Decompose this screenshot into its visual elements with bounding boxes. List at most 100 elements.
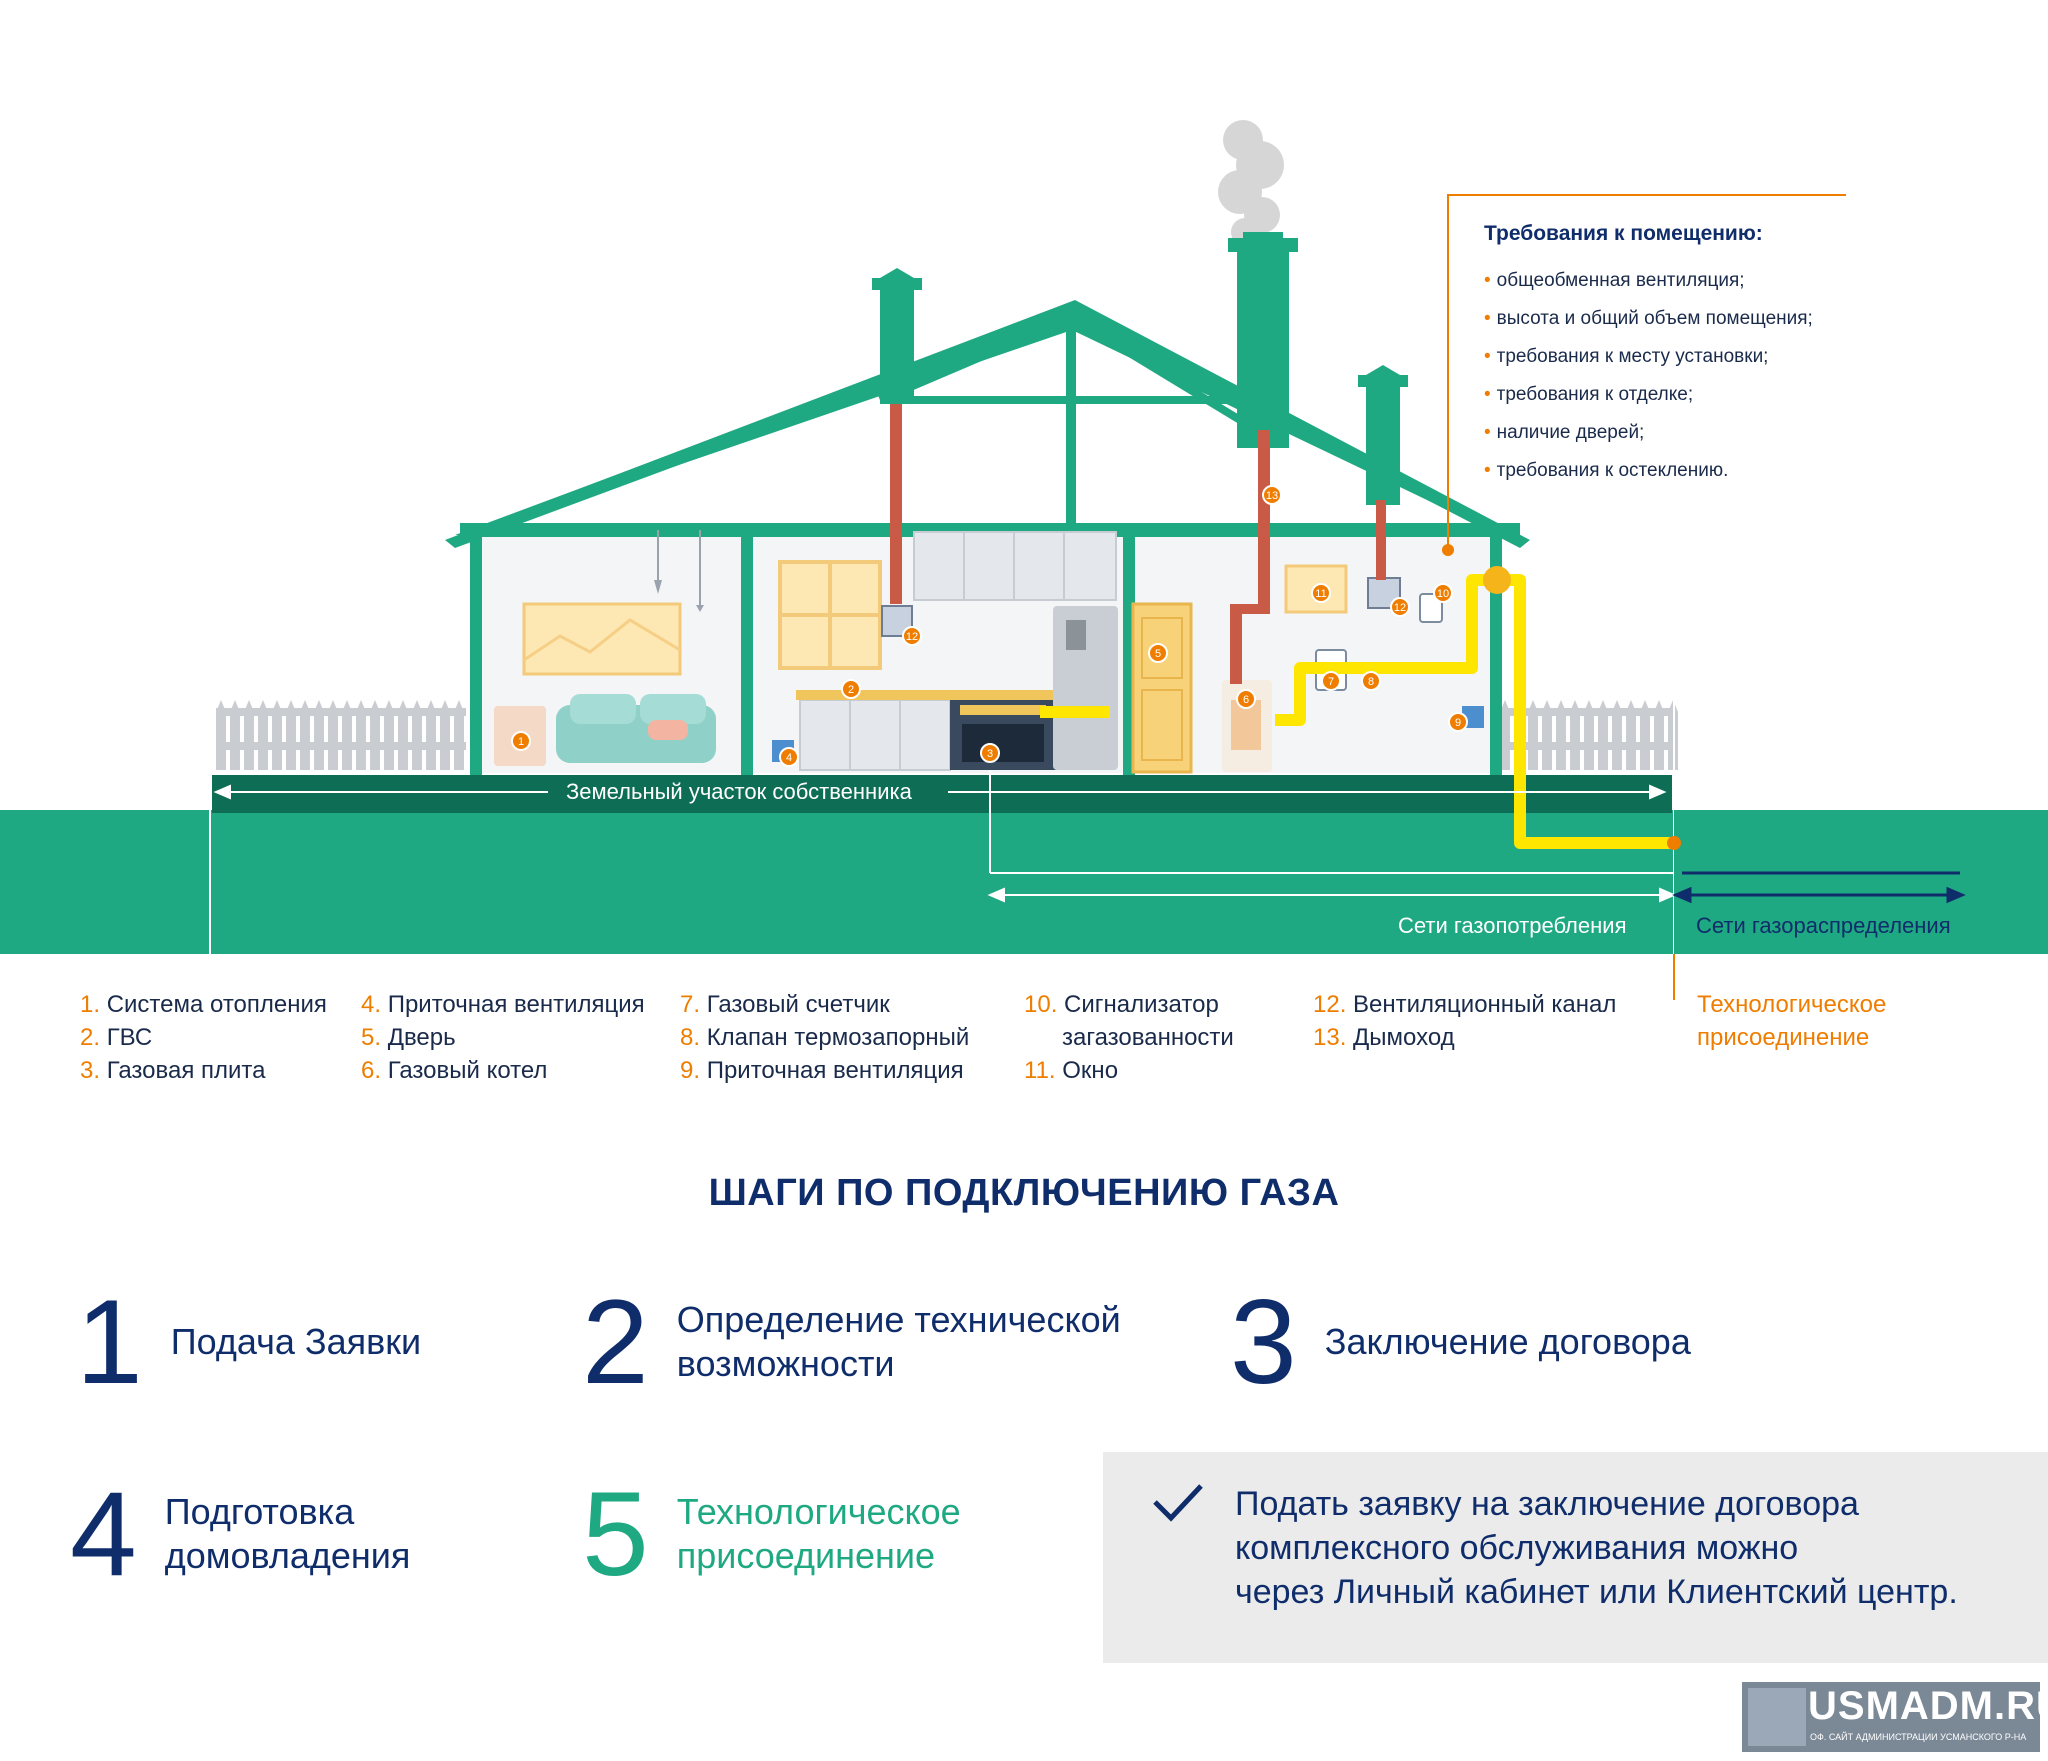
marker-number: 10 [1437, 588, 1449, 600]
requirement-item: •общеобменная вентиляция; [1484, 270, 1745, 291]
marker-circle [1390, 597, 1410, 617]
legend-item: 4. Приточная вентиляция [361, 991, 645, 1018]
marker-number: 6 [1243, 694, 1249, 706]
marker-number: 1 [518, 736, 524, 748]
requirements-panel: Требования к помещению: •общеобменная ве… [1484, 222, 1904, 490]
fence-picket [216, 700, 226, 770]
marker-number: 11 [1315, 588, 1326, 600]
fence-picket [300, 700, 310, 770]
marker-number: 13 [1266, 490, 1278, 502]
lower-cabinets [799, 699, 951, 771]
marker-number: 2 [848, 684, 854, 696]
marker-circle [902, 626, 922, 646]
fence-picket [286, 700, 296, 770]
wall-picture [522, 602, 682, 676]
fence-picket [244, 700, 254, 770]
step-number: 5 [582, 1467, 649, 1601]
tech-connection-label: Технологическое присоединение [1697, 991, 1887, 1051]
fence-picket [314, 700, 324, 770]
boiler [1222, 680, 1272, 772]
door [1131, 602, 1193, 774]
countertop [796, 690, 1056, 700]
fence-picket [342, 700, 352, 770]
step-3: 3 Заключение договора [1230, 1282, 1691, 1402]
distribution-zone [1674, 810, 2048, 954]
fence-right [1500, 700, 1678, 770]
kitchen-window [778, 560, 882, 670]
tech-callout [1673, 954, 1675, 1000]
distribution-label: Сети газораспределения [1696, 913, 1951, 938]
step-1: 1 Подача Заявки [76, 1282, 421, 1402]
fence-picket [328, 700, 338, 770]
marker-circle [1448, 712, 1468, 732]
legend-item: 10. Сигнализатор [1024, 991, 1219, 1018]
consumption-label: Сети газопотребления [1398, 913, 1627, 938]
site-logo[interactable]: USMADM.RU ОФ. САЙТ АДМИНИСТРАЦИИ УСМАНСК… [1742, 1682, 2048, 1752]
land-label: Земельный участок собственника [566, 779, 912, 804]
coat-of-arms-icon [1748, 1688, 1806, 1746]
logo-text: USMADM.RU [1808, 1684, 2048, 1728]
legend-item: 9. Приточная вентиляция [680, 1057, 964, 1084]
requirements-callout [1447, 194, 1846, 550]
fence-picket [1584, 700, 1594, 770]
step-number: 2 [582, 1275, 649, 1409]
distribution-arrow [1672, 871, 1966, 904]
marker-number: 4 [786, 752, 792, 764]
marker-number: 12 [1394, 602, 1406, 614]
legend-item: 3. Газовая плита [80, 1057, 266, 1084]
marker-number: 3 [987, 748, 993, 760]
logo-subtitle: ОФ. САЙТ АДМИНИСТРАЦИИ УСМАНСКОГО Р-НА [1810, 1732, 2027, 1742]
requirement-item: •наличие дверей; [1484, 422, 1645, 443]
gas-pipe [1040, 574, 1940, 849]
smoke [1218, 120, 1284, 246]
connection-point [1667, 836, 1681, 850]
marker-circle [1236, 689, 1256, 709]
legend-item: 8. Клапан термозапорный [680, 1024, 970, 1051]
legend-column-1: 1. Система отопления 2. ГВС 3. Газовая п… [80, 988, 327, 1087]
fence-picket [440, 700, 450, 770]
step-text: Заключение договора [1324, 1321, 1691, 1362]
fence-left [216, 700, 466, 770]
marker-circle [511, 731, 531, 751]
marker-number: 12 [906, 631, 918, 643]
fence-picket [1570, 700, 1580, 770]
legend-column-5: 12. Вентиляционный канал 13. Дымоход [1313, 988, 1616, 1054]
legend-item: 1. Система отопления [80, 991, 327, 1018]
marker-number: 8 [1368, 676, 1374, 688]
marker-number: 9 [1455, 717, 1461, 729]
legend-column-3: 7. Газовый счетчик 8. Клапан термозапорн… [680, 988, 969, 1087]
fence-picket [1500, 700, 1510, 770]
fence-picket [1612, 700, 1622, 770]
oven [950, 700, 1056, 770]
requirement-item: •требования к отделке; [1484, 384, 1694, 405]
fence-picket [1556, 700, 1566, 770]
flues [890, 404, 1386, 684]
step-text: Подача Заявки [170, 1321, 422, 1362]
consumption-arrow [987, 887, 1677, 903]
fence-picket [1654, 700, 1664, 770]
fence-picket [412, 700, 422, 770]
check-icon [1153, 1484, 1203, 1522]
legend-item: 6. Газовый котел [361, 1057, 548, 1084]
land-arrow [213, 784, 1667, 800]
marker-number: 7 [1328, 676, 1334, 688]
step-number: 3 [1230, 1275, 1297, 1409]
marker-number: 5 [1155, 648, 1161, 660]
fence-picket [1528, 700, 1538, 770]
requirement-item: •высота и общий объем помещения; [1484, 308, 1813, 329]
fence-picket [1640, 700, 1650, 770]
fence-picket [398, 700, 408, 770]
fence-picket [1542, 700, 1552, 770]
fence-picket [230, 700, 240, 770]
marker-circle [1361, 671, 1381, 691]
fence-picket [356, 700, 366, 770]
marker-circle [980, 743, 1000, 763]
legend-item: 11. Окно [1024, 1057, 1119, 1084]
fence-picket [454, 700, 464, 770]
